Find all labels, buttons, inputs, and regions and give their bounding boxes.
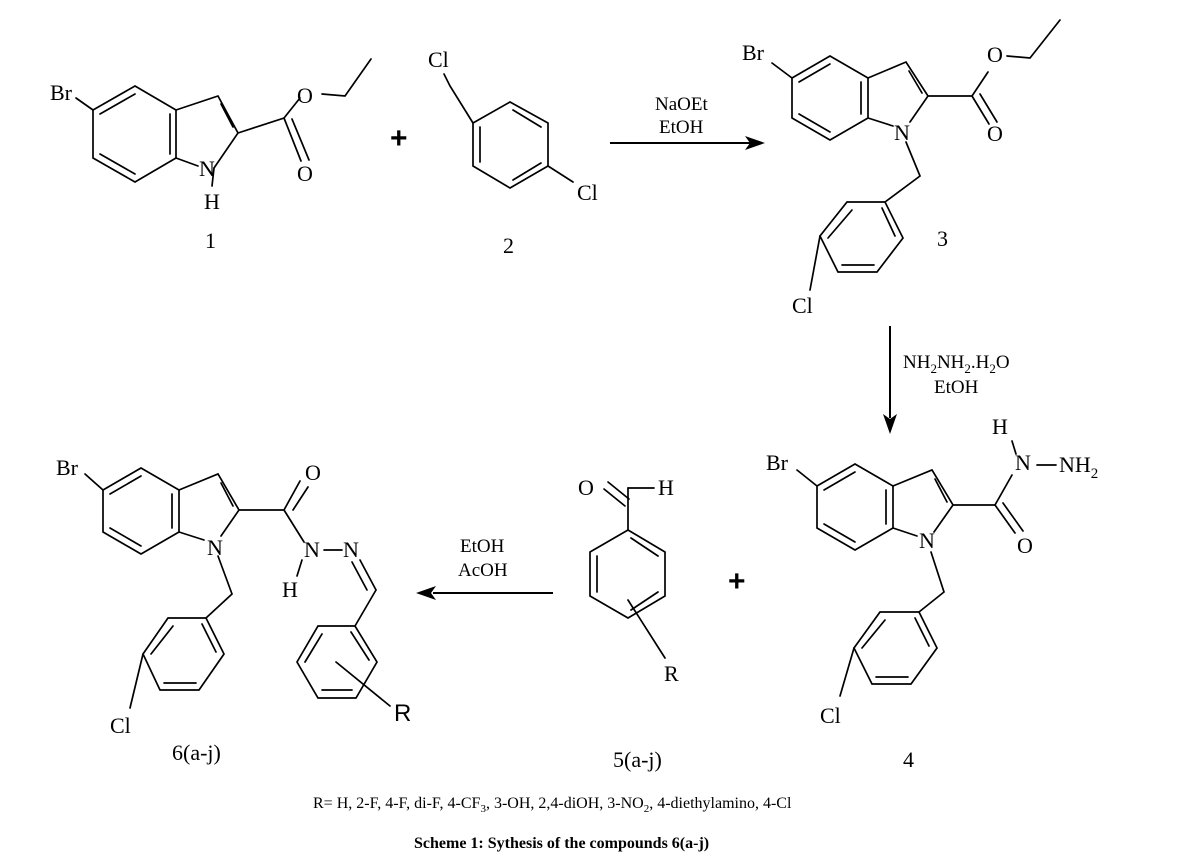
atom-br: Br <box>56 455 79 480</box>
atom-o: O <box>987 42 1003 67</box>
solvent-etoh: EtOH <box>934 377 979 398</box>
compound-6-structure: Br N O N N H R Cl 6(a-j) <box>56 455 411 765</box>
reagent-hydrazine-hydrate: NH2NH2.H2O <box>903 352 1010 376</box>
reaction-arrow-3: EtOH AcOH <box>416 536 553 600</box>
plus-sign: + <box>728 565 746 598</box>
atom-cl: Cl <box>792 293 813 318</box>
atom-n: N <box>304 537 320 562</box>
compound-label-1: 1 <box>205 228 216 253</box>
compound-4-structure: Br N H N NH2 O Cl 4 <box>766 414 1098 772</box>
atom-br: Br <box>50 80 73 105</box>
atom-h: H <box>992 414 1008 439</box>
atom-br: Br <box>766 450 789 475</box>
scheme-caption: Scheme 1: Sythesis of the compounds 6(a-… <box>414 835 709 852</box>
plus-sign: + <box>390 122 408 155</box>
reaction-arrow-1: NaOEt EtOH <box>610 94 765 150</box>
atom-br: Br <box>742 40 765 65</box>
atom-o: O <box>297 161 313 186</box>
compound-label-2: 2 <box>503 233 514 258</box>
compound-3-structure: Br N O O Cl 3 <box>742 19 1061 318</box>
atom-o: O <box>305 460 321 485</box>
atom-o: O <box>578 475 594 500</box>
reaction-arrow-2: NH2NH2.H2O EtOH <box>883 326 1010 434</box>
atom-n: N <box>1015 450 1031 475</box>
atom-h: H <box>282 577 298 602</box>
compound-label-6: 6(a-j) <box>172 740 221 765</box>
atom-n: N <box>343 537 359 562</box>
substituent-r: R <box>394 700 411 727</box>
atom-o: O <box>1017 533 1033 558</box>
solvent-etoh: EtOH <box>460 536 505 557</box>
atom-o: O <box>297 83 313 108</box>
atom-n: N <box>894 120 910 145</box>
atom-n: N <box>207 535 223 560</box>
atom-cl: Cl <box>820 703 841 728</box>
compound-label-5: 5(a-j) <box>613 747 662 772</box>
substituent-r: R <box>664 661 679 686</box>
atom-cl: Cl <box>110 713 131 738</box>
atom-o: O <box>987 121 1003 146</box>
catalyst-acoh: AcOH <box>458 560 508 581</box>
compound-label-4: 4 <box>903 747 914 772</box>
substituent-list: R= H, 2-F, 4-F, di-F, 4-CF3, 3-OH, 2,4-d… <box>313 795 792 815</box>
atom-nh2: NH2 <box>1059 452 1098 482</box>
atom-cl: Cl <box>428 47 449 72</box>
reagent-naoet: NaOEt <box>655 94 708 115</box>
solvent-etoh: EtOH <box>659 117 704 138</box>
atom-cl: Cl <box>577 180 598 205</box>
atom-h: H <box>204 189 220 214</box>
compound-2-structure: Cl Cl 2 <box>428 47 598 258</box>
atom-n: N <box>199 156 215 181</box>
compound-label-3: 3 <box>937 226 948 251</box>
atom-n: N <box>919 528 935 553</box>
compound-5-structure: O H R 5(a-j) <box>578 475 679 772</box>
compound-1-structure: Br N H O O 1 <box>50 58 372 253</box>
atom-h: H <box>658 475 674 500</box>
